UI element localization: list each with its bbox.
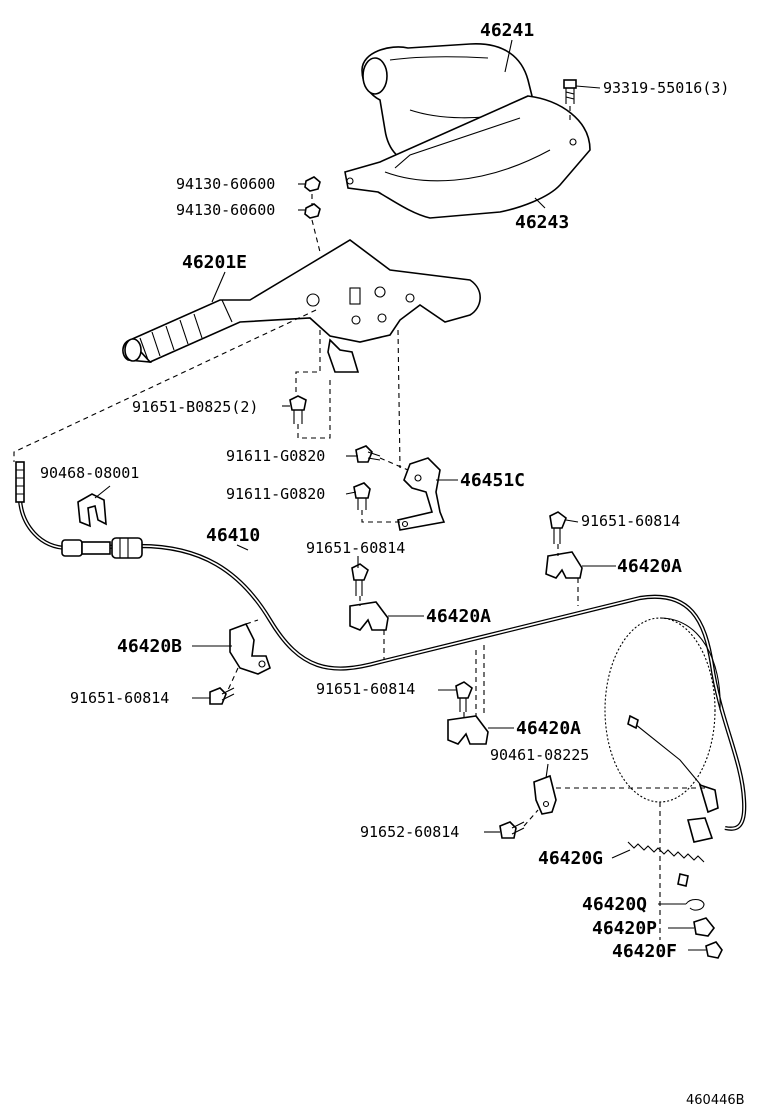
label-46420b: 46420B <box>117 636 182 657</box>
label-91651-60814-middle: 91651-60814 <box>306 539 405 557</box>
part-labels: 46241 93319-55016(3) 46243 94130-60600 9… <box>40 20 745 1108</box>
label-94130-60600-b: 94130-60600 <box>176 201 275 219</box>
label-91652-60814: 91652-60814 <box>360 823 459 841</box>
label-46420a-right: 46420A <box>617 556 682 577</box>
label-94130-60600-a: 94130-60600 <box>176 175 275 193</box>
bolt-93319-part[interactable] <box>563 79 577 104</box>
label-46201e: 46201E <box>182 252 247 273</box>
parking-brake-cable-part[interactable] <box>15 461 747 843</box>
parking-brake-lever-part[interactable] <box>122 239 481 373</box>
bracket-46451c-part[interactable] <box>397 457 446 531</box>
leader-lines <box>94 39 706 951</box>
label-91651-60814-center: 91651-60814 <box>316 680 415 698</box>
clamp-46420a-middle-part[interactable] <box>349 563 389 631</box>
bolt-91652-part[interactable] <box>499 821 525 839</box>
clip-46420q-part[interactable] <box>685 898 705 911</box>
assembly-dash-lines <box>13 106 710 940</box>
clip-90461-part[interactable] <box>533 774 557 815</box>
label-91611-g0820-a: 91611-G0820 <box>226 447 325 465</box>
bolt-91651-b0825-part[interactable] <box>289 395 307 424</box>
spring-46420g-part[interactable] <box>627 841 705 887</box>
label-46420g: 46420G <box>538 848 603 869</box>
label-91611-g0820-b: 91611-G0820 <box>226 485 325 503</box>
clamp-46420b-part[interactable] <box>209 622 271 705</box>
console-panel-part[interactable] <box>344 95 591 219</box>
label-46451c: 46451C <box>460 470 525 491</box>
label-90468-08001: 90468-08001 <box>40 464 139 482</box>
label-46420f: 46420F <box>612 941 677 962</box>
label-91651-60814-left: 91651-60814 <box>70 689 169 707</box>
cap-46420f-part[interactable] <box>705 941 723 959</box>
label-46420p: 46420P <box>592 918 657 939</box>
label-46243: 46243 <box>515 212 569 233</box>
brake-drum-outline <box>604 617 721 803</box>
figure-code: 460446B <box>686 1093 745 1108</box>
label-46410: 46410 <box>206 525 260 546</box>
label-46420q: 46420Q <box>582 894 647 915</box>
label-91651-60814-right: 91651-60814 <box>581 512 680 530</box>
label-46420a-middle: 46420A <box>426 606 491 627</box>
label-93319-55016: 93319-55016(3) <box>603 79 729 97</box>
bolt-91611-part[interactable] <box>353 445 381 510</box>
label-46420a-center: 46420A <box>516 718 581 739</box>
clamp-46420a-center-part[interactable] <box>447 681 489 745</box>
clamp-46420a-right-part[interactable] <box>545 511 583 579</box>
retainer-46420p-part[interactable] <box>693 917 716 937</box>
clip-90468-part[interactable] <box>77 493 107 528</box>
label-91651-b0825: 91651-B0825(2) <box>132 398 258 416</box>
label-46241: 46241 <box>480 20 534 41</box>
label-90461-08225: 90461-08225 <box>490 746 589 764</box>
nut-94130-part[interactable] <box>304 176 321 219</box>
